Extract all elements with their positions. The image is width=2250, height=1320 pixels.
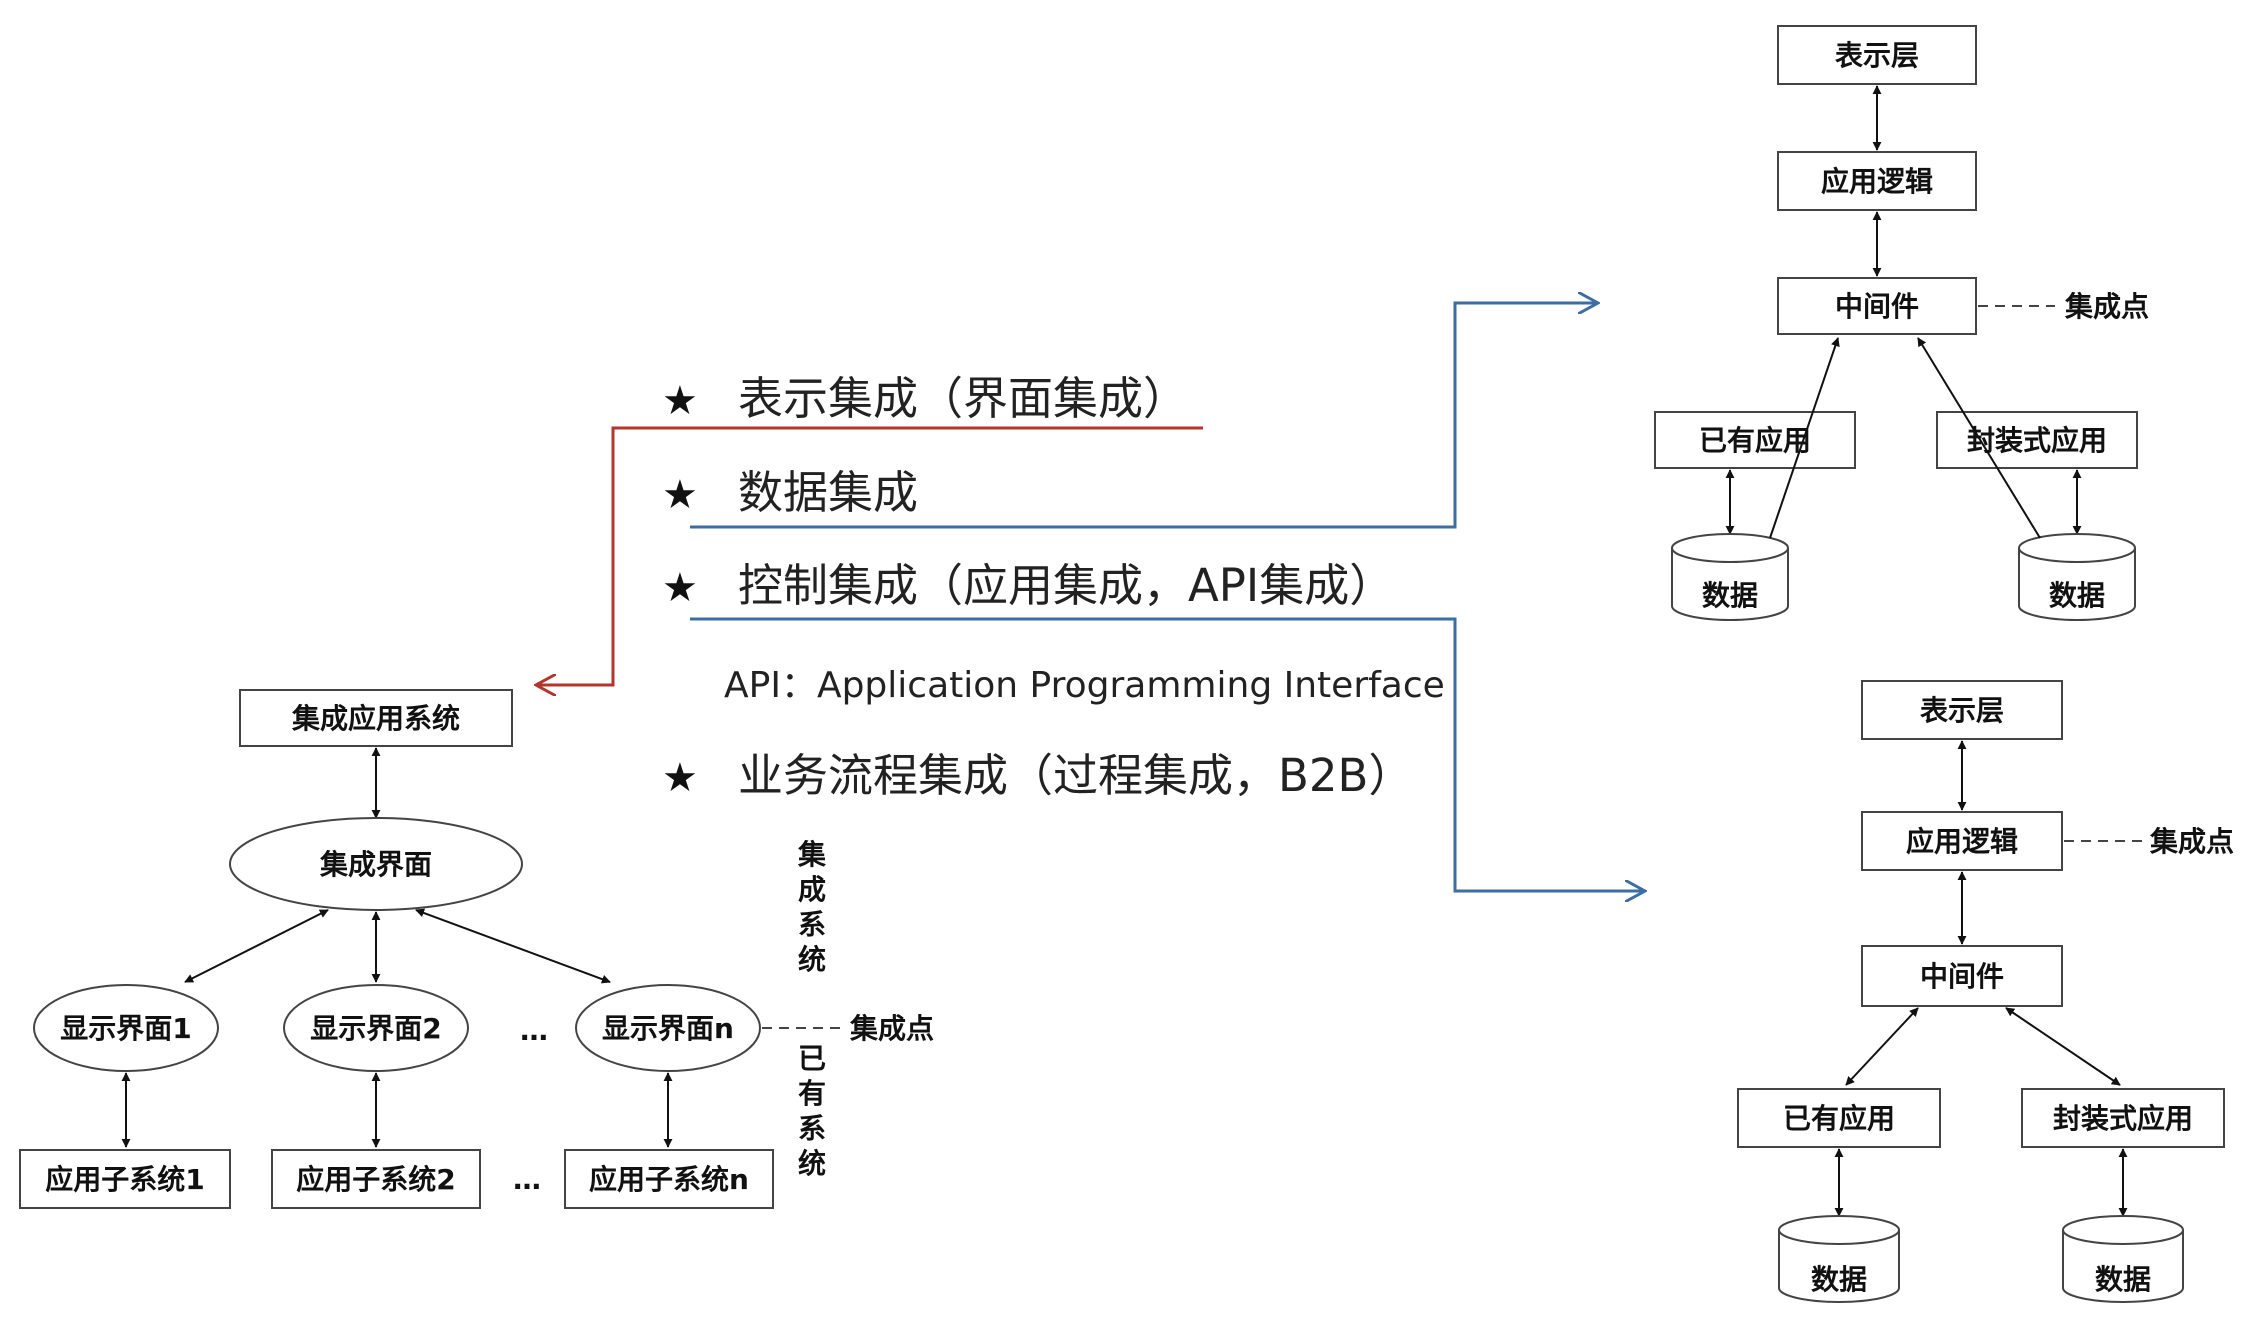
display-ui-1-ellipse xyxy=(33,984,219,1072)
database-cylinder-2: 数据 xyxy=(2018,533,2136,621)
bullet-star-icon: ★ xyxy=(662,378,698,424)
presentation-integration-text: 表示集成（界面集成） xyxy=(738,372,1188,425)
data-integration-text: 数据集成 xyxy=(738,466,918,519)
svg-text:集: 集 xyxy=(797,838,826,871)
control-integration-diagram: 表示层 应用逻辑 集成点 中间件 已有应用 封装式应用 数据 数据 xyxy=(1737,680,2234,1303)
presentation-integration-connector xyxy=(536,426,1203,685)
app-logic-box xyxy=(1777,151,1977,211)
middleware-label: 中间件 xyxy=(1835,290,1919,323)
connector-arrow xyxy=(415,908,611,984)
app-subsystem-n-label: 应用子系统n xyxy=(589,1163,749,1196)
bullet-star-icon: ★ xyxy=(662,755,698,801)
database-1-label: 数据 xyxy=(1811,1263,1867,1296)
integrated-system-vertical-label: 集 成 系 统 xyxy=(797,838,826,976)
app-subsystem-2-box xyxy=(271,1149,481,1209)
wrapped-app-box xyxy=(1936,411,2138,469)
display-ui-2-label: 显示界面2 xyxy=(310,1012,441,1045)
existing-app-label: 已有应用 xyxy=(1699,424,1811,457)
api-definition-text: API：Application Programming Interface xyxy=(724,665,1445,706)
svg-text:统: 统 xyxy=(798,943,826,976)
existing-system-vertical-label: 已 有 系 统 xyxy=(798,1042,826,1180)
connector-arrow xyxy=(1845,1007,1919,1086)
presentation-integration-diagram: 集成应用系统 集成界面 显示界面1 显示界面2 … 显示界面n 集成点 集 成 … xyxy=(19,689,934,1209)
wrapped-app-label: 封装式应用 xyxy=(1967,424,2107,457)
wrapped-app-label: 封装式应用 xyxy=(2053,1102,2193,1135)
presentation-layer-label: 表示层 xyxy=(1920,694,2004,727)
app-subsystem-n-box xyxy=(564,1149,774,1209)
existing-app-box xyxy=(1737,1088,1941,1148)
control-integration-connector xyxy=(690,617,1645,891)
bullet-star-icon: ★ xyxy=(662,472,698,518)
svg-text:成: 成 xyxy=(798,873,826,906)
middleware-box xyxy=(1861,945,2063,1007)
presentation-layer-box xyxy=(1777,25,1977,85)
ellipsis: … xyxy=(513,1163,541,1196)
middleware-label: 中间件 xyxy=(1920,960,2004,993)
middleware-box xyxy=(1777,277,1977,335)
data-integration-diagram: 表示层 应用逻辑 中间件 集成点 已有应用 封装式应用 数据 数据 xyxy=(1654,25,2149,621)
display-ui-2-ellipse xyxy=(283,984,469,1072)
integration-point-label: 集成点 xyxy=(849,1012,934,1045)
integration-types-list: ★ 表示集成（界面集成） ★ 数据集成 ★ 控制集成（应用集成，API集成） A… xyxy=(662,372,1445,802)
database-cylinder-1: 数据 xyxy=(1671,533,1789,621)
svg-text:已: 已 xyxy=(798,1042,826,1075)
database-2-label: 数据 xyxy=(2049,579,2105,612)
integrated-app-system-label: 集成应用系统 xyxy=(291,702,460,735)
presentation-layer-box xyxy=(1861,680,2063,740)
process-integration-text: 业务流程集成（过程集成，B2B） xyxy=(738,749,1413,802)
display-ui-n-ellipse xyxy=(575,984,761,1072)
integration-point-label: 集成点 xyxy=(2064,290,2149,323)
svg-text:有: 有 xyxy=(798,1077,826,1110)
display-ui-1-label: 显示界面1 xyxy=(60,1012,191,1045)
data-to-middleware-arrow xyxy=(1917,337,2041,539)
app-subsystem-1-label: 应用子系统1 xyxy=(45,1163,204,1196)
app-subsystem-1-box xyxy=(19,1149,231,1209)
data-to-middleware-arrow xyxy=(1769,337,1840,539)
app-logic-label: 应用逻辑 xyxy=(1821,165,1933,198)
wrapped-app-box xyxy=(2021,1088,2225,1148)
control-integration-text: 控制集成（应用集成，API集成） xyxy=(738,559,1394,612)
integrated-ui-label: 集成界面 xyxy=(319,848,432,881)
connector-arrow xyxy=(184,909,329,983)
display-ui-n-label: 显示界面n xyxy=(602,1012,734,1045)
database-cylinder-1: 数据 xyxy=(1778,1215,1900,1303)
integrated-ui-ellipse xyxy=(229,817,523,911)
svg-text:系: 系 xyxy=(798,908,826,941)
presentation-layer-label: 表示层 xyxy=(1835,39,1919,72)
connector-arrow xyxy=(2005,1007,2121,1086)
integration-point-label: 集成点 xyxy=(2149,825,2234,858)
integrated-app-system-box xyxy=(239,689,513,747)
data-integration-connector xyxy=(690,303,1598,529)
app-subsystem-2-label: 应用子系统2 xyxy=(296,1163,455,1196)
app-logic-label: 应用逻辑 xyxy=(1906,825,2018,858)
bullet-star-icon: ★ xyxy=(662,565,698,611)
database-2-label: 数据 xyxy=(2095,1263,2151,1296)
svg-text:系: 系 xyxy=(798,1112,826,1145)
existing-app-box xyxy=(1654,411,1856,469)
database-cylinder-2: 数据 xyxy=(2062,1215,2184,1303)
existing-app-label: 已有应用 xyxy=(1783,1102,1895,1135)
app-logic-box xyxy=(1861,811,2063,871)
database-1-label: 数据 xyxy=(1702,579,1758,612)
ellipsis: … xyxy=(520,1014,548,1047)
svg-text:统: 统 xyxy=(798,1147,826,1180)
